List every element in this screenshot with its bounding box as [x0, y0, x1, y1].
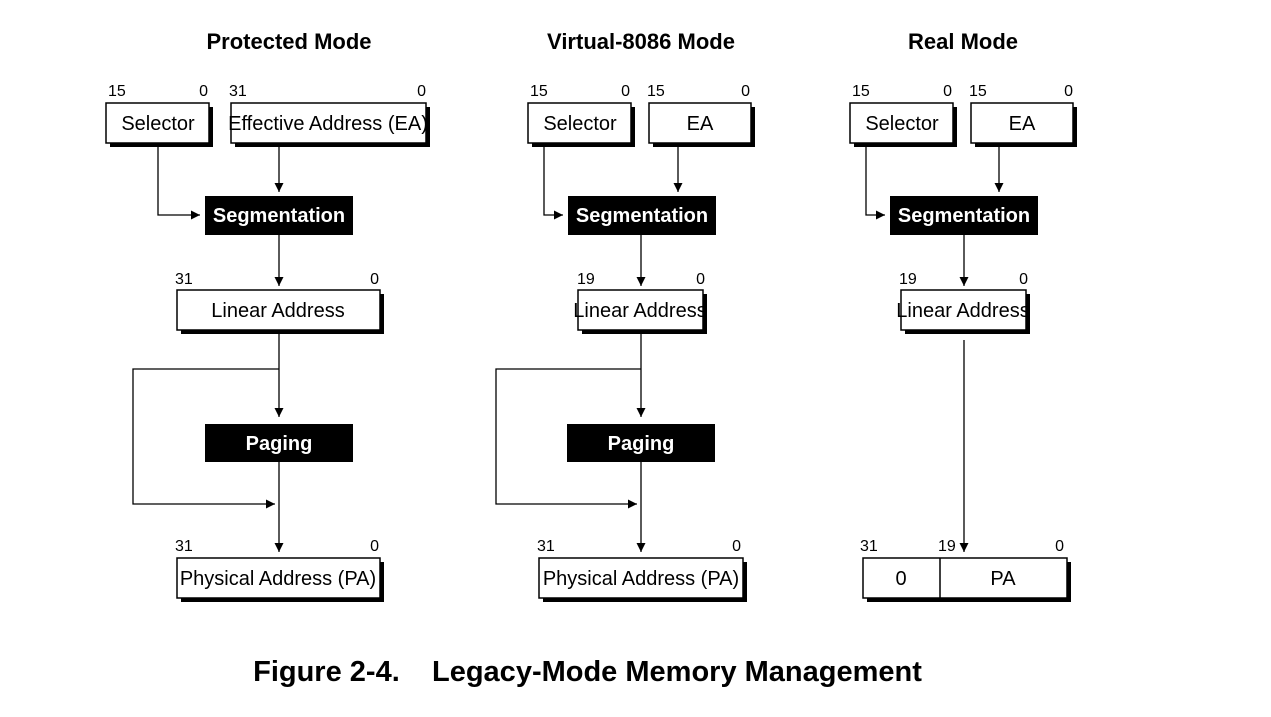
- paging-label: Paging: [608, 433, 675, 455]
- protected-mode-column: Protected Mode 15 0 31 0 Selector Effect…: [105, 29, 430, 602]
- paging-bypass-arrow: [495, 368, 641, 509]
- segmentation-block: Segmentation: [890, 196, 1038, 235]
- segmentation-label: Segmentation: [898, 205, 1030, 227]
- selector-box: Selector: [849, 102, 957, 147]
- bit-label: 15: [647, 83, 665, 100]
- mode-title: Virtual-8086 Mode: [547, 29, 735, 54]
- bit-label: 15: [530, 83, 548, 100]
- bit-label: 0: [1055, 538, 1064, 555]
- linear-address-label: Linear Address: [211, 300, 344, 322]
- bit-label: 0: [943, 83, 952, 100]
- bit-label: 31: [229, 83, 247, 100]
- segmentation-block: Segmentation: [205, 196, 353, 235]
- bit-label: 0: [370, 538, 379, 555]
- bit-label: 0: [741, 83, 750, 100]
- physical-address-box: Physical Address (PA): [176, 557, 384, 602]
- real-mode-column: Real Mode 15 0 15 0 Selector EA Segmenta…: [849, 29, 1077, 602]
- mode-title: Real Mode: [908, 29, 1018, 54]
- mode-title: Protected Mode: [206, 29, 371, 54]
- physical-address-label: Physical Address (PA): [543, 568, 739, 590]
- selector-box: Selector: [105, 102, 213, 147]
- segmentation-label: Segmentation: [576, 205, 708, 227]
- linear-address-label: Linear Address: [896, 300, 1029, 322]
- effective-address-box: EA: [970, 102, 1077, 147]
- bit-label: 0: [621, 83, 630, 100]
- physical-address-label: Physical Address (PA): [180, 568, 376, 590]
- physical-address-label: PA: [990, 568, 1016, 590]
- bit-label: 31: [175, 538, 193, 555]
- selector-arrow: [157, 147, 200, 220]
- figure-title: Legacy-Mode Memory Management: [432, 656, 922, 688]
- segmentation-block: Segmentation: [568, 196, 716, 235]
- bit-label: 0: [370, 271, 379, 288]
- selector-label: Selector: [543, 113, 617, 135]
- physical-address-box: 0 PA: [862, 557, 1071, 602]
- bit-label: 19: [577, 271, 595, 288]
- bit-label: 19: [938, 538, 956, 555]
- bit-label: 31: [175, 271, 193, 288]
- selector-box: Selector: [527, 102, 635, 147]
- physical-address-box: Physical Address (PA): [538, 557, 747, 602]
- paging-bypass-arrow: [132, 368, 279, 509]
- figure-caption: Figure 2-4. Legacy-Mode Memory Managemen…: [0, 656, 1175, 689]
- selector-arrow: [865, 147, 885, 220]
- virtual-8086-mode-column: Virtual-8086 Mode 15 0 15 0 Selector EA …: [495, 29, 755, 602]
- selector-label: Selector: [121, 113, 195, 135]
- effective-address-label: EA: [1009, 113, 1036, 135]
- bit-label: 0: [199, 83, 208, 100]
- bit-label: 31: [860, 538, 878, 555]
- physical-zero-label: 0: [895, 568, 906, 590]
- paging-block: Paging: [205, 424, 353, 462]
- linear-address-box: Linear Address: [896, 289, 1030, 334]
- legacy-mode-memory-diagram: Protected Mode 15 0 31 0 Selector Effect…: [105, 29, 1077, 602]
- linear-address-box: Linear Address: [176, 289, 384, 334]
- paging-block: Paging: [567, 424, 715, 462]
- selector-arrow: [543, 147, 563, 220]
- bit-label: 15: [108, 83, 126, 100]
- bit-label: 0: [732, 538, 741, 555]
- bit-label: 15: [852, 83, 870, 100]
- effective-address-label: EA: [687, 113, 714, 135]
- bit-label: 19: [899, 271, 917, 288]
- linear-address-box: Linear Address: [573, 289, 707, 334]
- bit-label: 0: [1019, 271, 1028, 288]
- bit-label: 0: [696, 271, 705, 288]
- bit-label: 0: [1064, 83, 1073, 100]
- bit-label: 0: [417, 83, 426, 100]
- bit-label: 31: [537, 538, 555, 555]
- bit-label: 15: [969, 83, 987, 100]
- linear-address-label: Linear Address: [573, 300, 706, 322]
- effective-address-label: Effective Address (EA): [228, 113, 428, 135]
- selector-label: Selector: [865, 113, 939, 135]
- segmentation-label: Segmentation: [213, 205, 345, 227]
- paging-label: Paging: [246, 433, 313, 455]
- figure-number: Figure 2-4.: [253, 656, 400, 688]
- effective-address-box: Effective Address (EA): [228, 102, 430, 147]
- effective-address-box: EA: [648, 102, 755, 147]
